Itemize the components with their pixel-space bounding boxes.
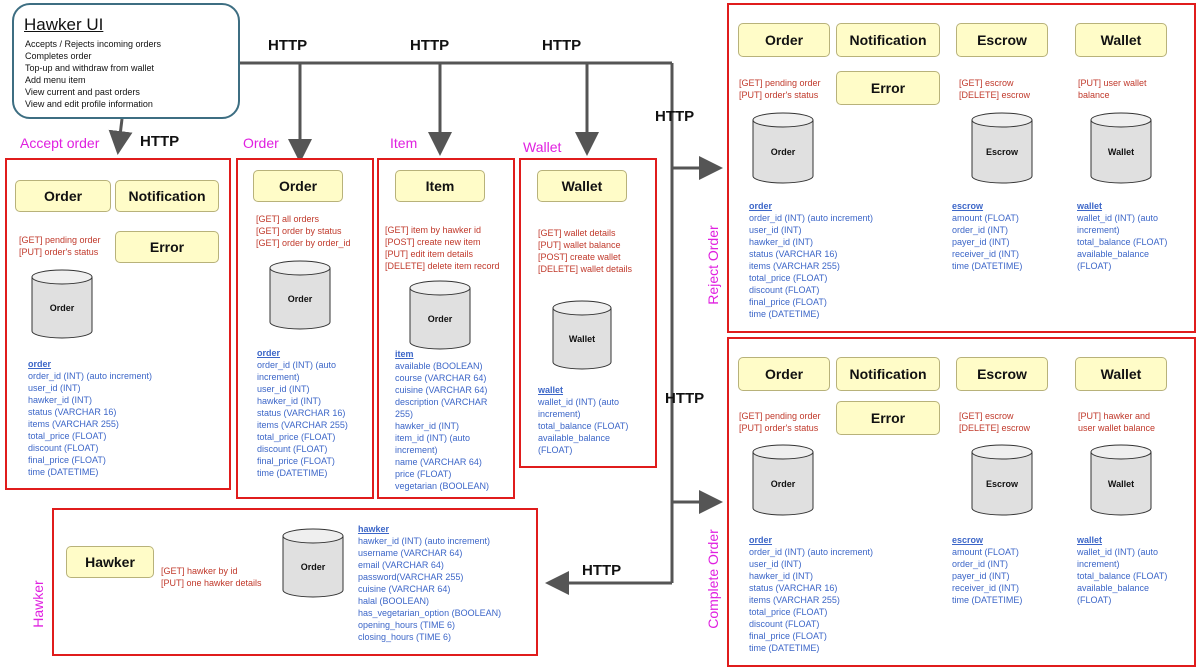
hawker-label: Hawker: [30, 580, 46, 628]
api-list: [GET] wallet details[PUT] wallet balance…: [538, 228, 633, 274]
api-list: [GET] all orders[GET] order by status[GE…: [256, 214, 351, 248]
complete-order-label: Complete Order: [705, 529, 721, 629]
arrow-to-accept-order: [108, 118, 133, 155]
item-container: Item [GET] item by hawker id[POST] creat…: [377, 158, 515, 499]
http-label: HTTP: [665, 390, 705, 407]
http-label: HTTP: [140, 133, 180, 150]
error-service: Error: [115, 231, 219, 263]
order-database: Order: [752, 444, 814, 516]
wallet-service: Wallet: [1075, 23, 1167, 57]
hawker-database: Order: [282, 528, 344, 598]
feature-item: Add menu item: [25, 75, 86, 85]
order-service: Order: [15, 180, 111, 212]
api-list: [GET] pending order[PUT] order's status: [739, 411, 821, 433]
notification-service: Notification: [836, 23, 940, 57]
hawker-ui-title: Hawker UI: [24, 15, 104, 34]
escrow-database: Escrow: [971, 444, 1033, 516]
complete-order-container: Order Notification Error Escrow Wallet […: [727, 337, 1196, 667]
feature-item: View and edit profile information: [25, 99, 153, 109]
http-label: HTTP: [410, 37, 450, 54]
hawker-service: Hawker: [66, 546, 154, 578]
order-schema: order order_id (INT) (auto increment)use…: [749, 201, 874, 319]
http-label: HTTP: [268, 37, 308, 54]
api-list: [GET] hawker by id[PUT] one hawker detai…: [161, 566, 262, 588]
item-label: Item: [390, 135, 418, 151]
order-database: Order: [752, 112, 814, 184]
escrow-service: Escrow: [956, 23, 1048, 57]
order-schema: order order_id (INT) (auto increment)use…: [28, 359, 153, 477]
order-database: Order: [31, 269, 93, 339]
wallet-label: Wallet: [523, 139, 562, 155]
api-list: [GET] item by hawker id[POST] create new…: [385, 225, 500, 271]
order-service: Order: [738, 357, 830, 391]
notification-service: Notification: [836, 357, 940, 391]
escrow-service: Escrow: [956, 357, 1048, 391]
wallet-service: Wallet: [1075, 357, 1167, 391]
item-schema: item available (BOOLEAN)course (VARCHAR …: [395, 349, 490, 491]
reject-order-label: Reject Order: [705, 225, 721, 305]
api-list: [GET] escrow[DELETE] escrow: [959, 411, 1031, 433]
api-list: [GET] escrow[DELETE] escrow: [959, 78, 1031, 100]
reject-order-container: Order Notification Error Escrow Wallet […: [727, 3, 1196, 333]
api-list: [GET] pending order[PUT] order's status: [19, 235, 101, 257]
http-label: HTTP: [655, 108, 695, 125]
wallet-database: Wallet: [1090, 444, 1152, 516]
wallet-database: Wallet: [1090, 112, 1152, 184]
order-service: Order: [253, 170, 343, 202]
escrow-schema: escrow amount (FLOAT)order_id (INT)payer…: [952, 201, 1023, 271]
wallet-container: Wallet [GET] wallet details[PUT] wallet …: [519, 158, 657, 468]
hawker-container: Hawker [GET] hawker by id[PUT] one hawke…: [52, 508, 538, 656]
order-schema: order order_id (INT) (auto increment)use…: [749, 535, 874, 653]
http-label: HTTP: [542, 37, 582, 54]
item-database: Order: [409, 280, 471, 350]
order-service: Order: [738, 23, 830, 57]
feature-item: Accepts / Rejects incoming orders: [25, 39, 162, 49]
wallet-service: Wallet: [537, 170, 627, 202]
feature-item: Completes order: [25, 51, 92, 61]
accept-order-label: Accept order: [20, 135, 100, 151]
item-service: Item: [395, 170, 485, 202]
escrow-database: Escrow: [971, 112, 1033, 184]
order-database: Order: [269, 260, 331, 330]
error-service: Error: [836, 401, 940, 435]
error-service: Error: [836, 71, 940, 105]
order-label: Order: [243, 135, 279, 151]
http-label: HTTP: [582, 562, 622, 579]
feature-item: View current and past orders: [25, 87, 140, 97]
hawker-schema: hawker hawker_id (INT) (auto increment)u…: [358, 524, 502, 642]
order-container: Order [GET] all orders[GET] order by sta…: [236, 158, 374, 499]
wallet-database: Wallet: [552, 300, 612, 370]
notification-service: Notification: [115, 180, 219, 212]
accept-order-container: Order Notification Error [GET] pending o…: [5, 158, 231, 490]
hawker-ui-box: Hawker UI Accepts / Rejects incoming ord…: [12, 3, 240, 119]
api-list: [GET] pending order[PUT] order's status: [739, 78, 821, 100]
escrow-schema: escrow amount (FLOAT)order_id (INT)payer…: [952, 535, 1023, 605]
feature-item: Top-up and withdraw from wallet: [25, 63, 155, 73]
